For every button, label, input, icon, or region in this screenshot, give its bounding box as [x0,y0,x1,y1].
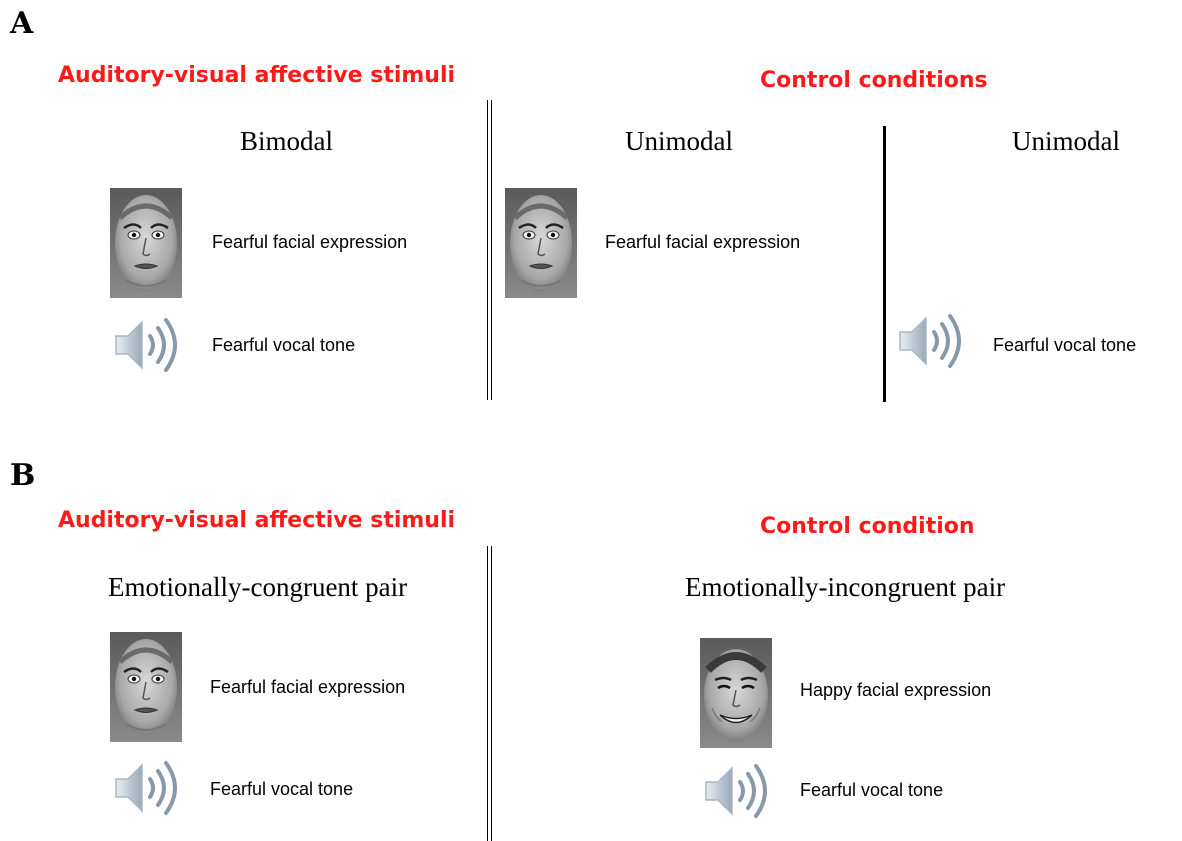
panel-a-double-divider [487,100,492,400]
congruent-face-label: Fearful facial expression [210,677,406,697]
bimodal-title: Bimodal [240,126,333,156]
panel-b-double-divider [487,546,492,841]
panel-b-label: B [10,458,36,493]
speaker-icon [112,757,188,819]
unimodal-auditory-voice-label: Fearful vocal tone [993,335,1137,355]
panel-b-heading-left: Auditory-visual affective stimuli [58,508,456,533]
unimodal-visual-face-label: Fearful facial expression [605,232,801,252]
incongruent-voice-label: Fearful vocal tone [800,780,944,800]
unimodal-auditory-title: Unimodal [1012,126,1120,156]
congruent-title: Emotionally-congruent pair [108,572,408,602]
speaker-icon [112,314,188,376]
fearful-face-icon [505,188,577,298]
happy-face-icon [700,638,772,748]
panel-b-heading-right: Control condition [760,514,975,539]
speaker-icon [702,760,778,822]
incongruent-title: Emotionally-incongruent pair [685,572,1006,602]
panel-a-single-divider [883,126,886,402]
congruent-voice-label: Fearful vocal tone [210,779,354,799]
unimodal-visual-title: Unimodal [625,126,733,156]
fearful-face-icon [110,632,182,742]
incongruent-face-label: Happy facial expression [800,680,992,700]
panel-a-heading-left: Auditory-visual affective stimuli [58,63,456,88]
panel-a-label: A [10,6,34,41]
fearful-face-icon [110,188,182,298]
bimodal-face-label: Fearful facial expression [212,232,408,252]
panel-a-heading-right: Control conditions [760,68,988,93]
bimodal-voice-label: Fearful vocal tone [212,335,356,355]
speaker-icon [896,310,972,372]
